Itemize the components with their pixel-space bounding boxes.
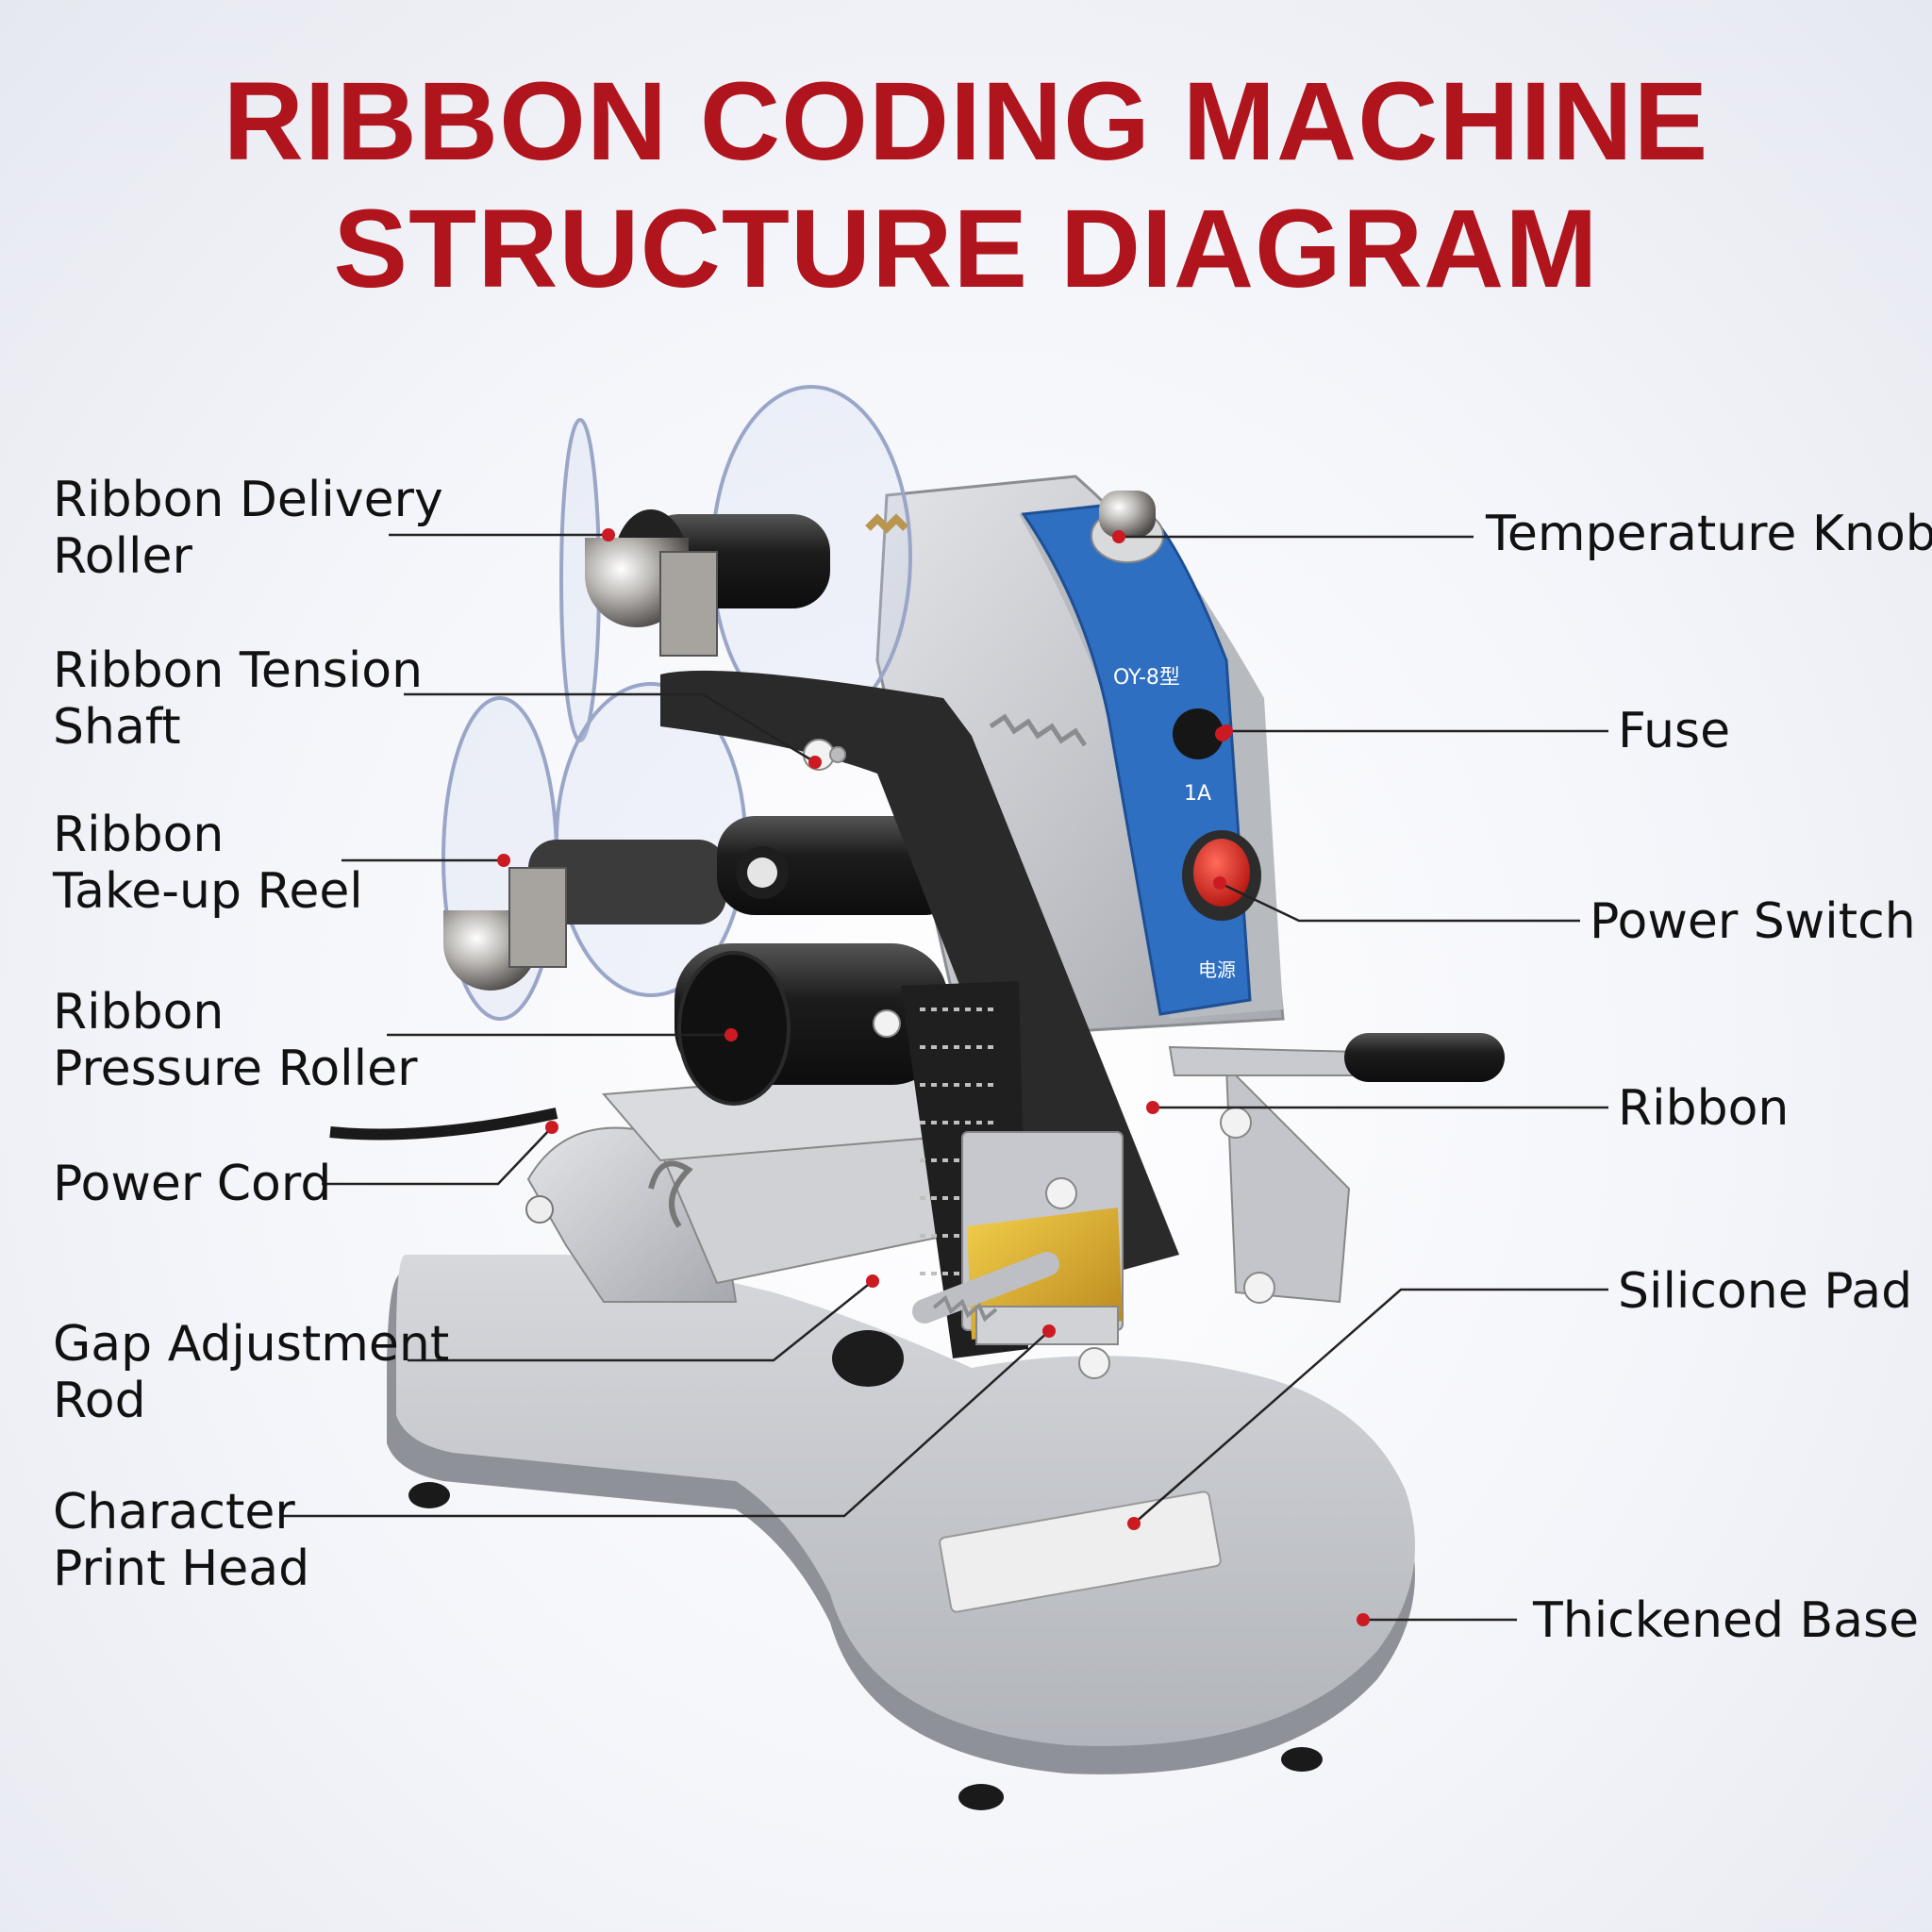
marker-dot-ribbon [1146,1101,1159,1114]
white-screw-caps [803,739,1275,1379]
diagram-title-line-2: STRUCTURE DIAGRAM [333,187,1599,311]
label-text: Ribbon Tension [53,642,424,699]
marker-dot-power-cord [545,1121,558,1134]
label-text: Ribbon Delivery [53,472,443,528]
label-ribbon-pressure-roller: Ribbon Pressure Roller [53,984,417,1097]
label-text: Silicone Pad [1618,1263,1913,1320]
label-ribbon-delivery-roller: Ribbon Delivery Roller [53,472,443,585]
leader-ribbon-tension-shaft [404,692,816,764]
label-text: Ribbon [53,807,225,863]
label-gap-adjustment-rod: Gap Adjustment Rod [53,1316,449,1429]
label-text: Character [53,1484,295,1541]
label-character-print-head: Character Print Head [53,1484,309,1597]
label-text: Roller [53,528,192,585]
marker-dot-power-switch [1213,876,1226,890]
gap-adjustment-rod-part[interactable] [832,1252,1059,1387]
label-silicone-pad: Silicone Pad [1618,1263,1912,1320]
ribbon-delivery-roller-part [559,385,912,742]
panel-fuse-rating-text: 1A [1184,782,1211,806]
label-temperature-knob: Temperature Knob [1486,506,1932,562]
diagram-title-line-1: RIBBON CODING MACHINE [223,59,1709,184]
leader-power-cord [322,1126,553,1186]
marker-dot-temperature-knob [1112,530,1125,543]
marker-dot-gap-adjustment-rod [866,1274,879,1288]
leader-silicone-pad [1133,1288,1608,1524]
label-ribbon-tension-shaft: Ribbon Tension Shaft [53,642,423,756]
label-text: Fuse [1618,703,1731,759]
label-text: Shaft [53,699,181,756]
thickened-base [387,1255,1415,1810]
marker-dot-silicone-pad [1127,1517,1141,1530]
label-text: Gap Adjustment [53,1316,450,1373]
label-text: Power Cord [53,1156,332,1212]
marker-dot-thickened-base [1357,1613,1370,1626]
marker-dot-ribbon-pressure-roller [724,1028,738,1041]
label-ribbon: Ribbon [1618,1080,1789,1137]
leader-power-switch [1219,881,1580,923]
label-text: Power Switch [1590,893,1916,950]
power-cord-part [329,1108,558,1141]
label-text: Thickened Base [1533,1592,1920,1649]
label-text: Temperature Knob [1486,506,1932,562]
marker-dot-ribbon-takeup-reel [497,854,510,867]
panel-power-text: 电源 [1198,958,1236,981]
leader-gap-adjustment-rod [408,1280,874,1362]
marker-dot-character-print-head [1042,1324,1056,1338]
label-text: Ribbon [53,984,225,1041]
marker-dot-ribbon-delivery-roller [602,528,615,541]
label-text: Take-up Reel [53,863,363,920]
label-thickened-base: Thickened Base [1533,1592,1919,1649]
label-text: Print Head [53,1541,310,1597]
label-power-cord: Power Cord [53,1156,331,1212]
label-text: Ribbon [1618,1080,1790,1137]
ribbon-pressure-roller-part [675,846,948,1106]
label-text: Rod [53,1373,146,1429]
leader-character-print-head [280,1330,1050,1518]
label-text: Pressure Roller [53,1041,418,1097]
press-handle[interactable] [1168,1033,1505,1082]
label-power-switch: Power Switch [1590,893,1916,950]
marker-dot-fuse [1220,724,1233,738]
marker-dot-ribbon-tension-shaft [808,756,822,769]
label-ribbon-takeup-reel: Ribbon Take-up Reel [53,807,363,920]
panel-model-text: OY-8型 [1113,666,1180,690]
ribbon-takeup-reel-part [441,682,962,1021]
label-fuse: Fuse [1618,703,1730,759]
